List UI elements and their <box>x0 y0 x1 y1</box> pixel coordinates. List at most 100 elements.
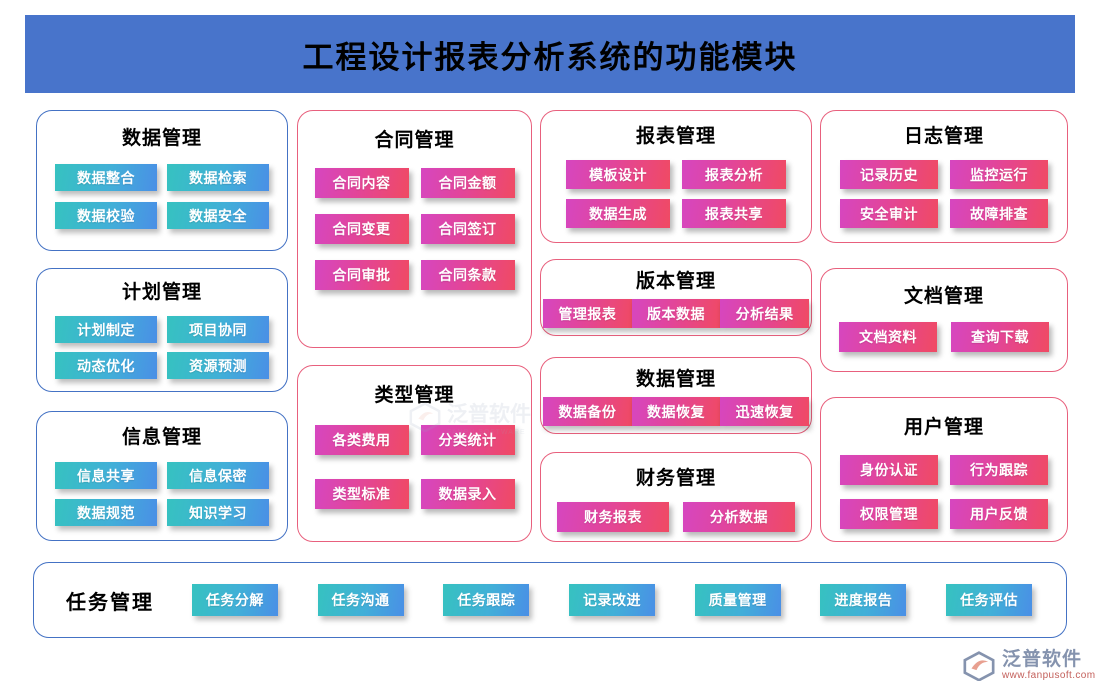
button-row: 合同内容合同金额 <box>298 168 531 198</box>
module-button[interactable]: 合同签订 <box>420 214 515 244</box>
module-button[interactable]: 合同内容 <box>314 168 409 198</box>
card-title-version-management: 版本管理 <box>635 271 716 292</box>
card-type-management: 类型管理各类费用分类统计类型标准数据录入 <box>297 365 532 542</box>
module-button[interactable]: 数据录入 <box>420 479 515 509</box>
module-button[interactable]: 权限管理 <box>840 499 938 529</box>
card-contract-management: 合同管理合同内容合同金额合同变更合同签订合同审批合同条款 <box>297 110 532 348</box>
page-title: 工程设计报表分析系统的功能模块 <box>302 39 798 75</box>
module-button[interactable]: 数据生成 <box>566 199 670 228</box>
module-button[interactable]: 类型标准 <box>314 479 409 509</box>
module-button[interactable]: 行为跟踪 <box>950 455 1048 485</box>
card-title-log-management: 日志管理 <box>903 126 984 147</box>
button-row: 合同变更合同签订 <box>298 214 531 244</box>
card-title-type-management: 类型管理 <box>374 385 455 406</box>
module-button[interactable]: 信息共享 <box>55 462 157 489</box>
module-button[interactable]: 资源预测 <box>167 352 269 379</box>
module-button[interactable]: 数据规范 <box>55 499 157 526</box>
button-row: 管理报表版本数据分析结果 <box>543 299 810 328</box>
brand-name: 泛普软件 <box>1002 649 1083 670</box>
card-finance-management: 财务管理财务报表分析数据 <box>540 452 812 542</box>
module-button[interactable]: 财务报表 <box>557 502 669 532</box>
module-button[interactable]: 身份认证 <box>840 455 938 485</box>
card-document-management: 文档管理文档资料查询下载 <box>820 268 1068 372</box>
module-button[interactable]: 分类统计 <box>420 425 515 455</box>
task-button[interactable]: 任务沟通 <box>317 584 404 616</box>
button-row: 数据生成报表共享 <box>541 199 811 228</box>
card-title-plan-management: 计划管理 <box>121 282 202 303</box>
module-button[interactable]: 计划制定 <box>55 316 157 343</box>
module-button[interactable]: 信息保密 <box>167 462 269 489</box>
module-button[interactable]: 数据检索 <box>167 164 269 191</box>
module-button[interactable]: 合同变更 <box>314 214 409 244</box>
module-button[interactable]: 故障排查 <box>950 199 1048 228</box>
module-button[interactable]: 合同金额 <box>420 168 515 198</box>
card-data-management: 数据管理数据整合数据检索数据校验数据安全 <box>36 110 288 251</box>
card-report-management: 报表管理模板设计报表分析数据生成报表共享 <box>540 110 812 243</box>
card-title-data-management-2: 数据管理 <box>635 369 716 390</box>
module-button[interactable]: 模板设计 <box>566 160 670 189</box>
task-management-buttons: 任务分解 任务沟通 任务跟踪 记录改进 质量管理 进度报告 任务评估 <box>172 584 1052 616</box>
module-button[interactable]: 数据恢复 <box>631 397 721 426</box>
task-button[interactable]: 质量管理 <box>694 584 781 616</box>
module-button[interactable]: 文档资料 <box>839 322 937 352</box>
module-button[interactable]: 各类费用 <box>314 425 409 455</box>
module-button[interactable]: 合同审批 <box>314 260 409 290</box>
card-title-user-management: 用户管理 <box>903 417 984 438</box>
card-log-management: 日志管理记录历史监控运行安全审计故障排查 <box>820 110 1068 243</box>
card-title-report-management: 报表管理 <box>635 126 716 147</box>
card-title-information-management: 信息管理 <box>121 427 202 448</box>
button-row: 数据校验数据安全 <box>37 202 287 229</box>
task-button[interactable]: 任务分解 <box>191 584 278 616</box>
module-button[interactable]: 分析数据 <box>683 502 795 532</box>
card-plan-management: 计划管理计划制定项目协同动态优化资源预测 <box>36 268 288 392</box>
card-version-management: 版本管理管理报表版本数据分析结果 <box>540 259 812 336</box>
module-button[interactable]: 知识学习 <box>167 499 269 526</box>
module-button[interactable]: 项目协同 <box>167 316 269 343</box>
button-row: 财务报表分析数据 <box>541 502 811 532</box>
card-title-data-management: 数据管理 <box>121 128 202 149</box>
task-management-bar: 任务管理 任务分解 任务沟通 任务跟踪 记录改进 质量管理 进度报告 任务评估 <box>33 562 1067 638</box>
module-button[interactable]: 数据安全 <box>167 202 269 229</box>
card-title-document-management: 文档管理 <box>903 286 984 307</box>
brand-logo-icon <box>963 651 995 682</box>
button-row: 合同审批合同条款 <box>298 260 531 290</box>
card-title-finance-management: 财务管理 <box>635 468 716 489</box>
task-button[interactable]: 进度报告 <box>820 584 907 616</box>
card-title-contract-management: 合同管理 <box>374 130 455 151</box>
task-button[interactable]: 任务跟踪 <box>443 584 530 616</box>
button-row: 权限管理用户反馈 <box>821 499 1067 529</box>
button-row: 数据备份数据恢复迅速恢复 <box>543 397 810 426</box>
module-button[interactable]: 安全审计 <box>840 199 938 228</box>
module-button[interactable]: 迅速恢复 <box>720 397 810 426</box>
button-row: 记录历史监控运行 <box>821 160 1067 189</box>
button-row: 数据整合数据检索 <box>37 164 287 191</box>
page-banner: 工程设计报表分析系统的功能模块 <box>25 15 1075 93</box>
task-management-label: 任务管理 <box>66 591 154 614</box>
module-button[interactable]: 记录历史 <box>840 160 938 189</box>
task-button[interactable]: 任务评估 <box>946 584 1033 616</box>
button-row: 计划制定项目协同 <box>37 316 287 343</box>
brand-url: www.fanpusoft.com <box>1002 669 1096 681</box>
button-row: 模板设计报表分析 <box>541 160 811 189</box>
brand-logo: 泛普软件 www.fanpusoft.com <box>962 650 1096 682</box>
module-button[interactable]: 版本数据 <box>631 299 721 328</box>
module-button[interactable]: 用户反馈 <box>950 499 1048 529</box>
button-row: 安全审计故障排查 <box>821 199 1067 228</box>
module-button[interactable]: 数据整合 <box>55 164 157 191</box>
module-button[interactable]: 报表分析 <box>682 160 786 189</box>
module-button[interactable]: 数据校验 <box>55 202 157 229</box>
button-row: 数据规范知识学习 <box>37 499 287 526</box>
card-user-management: 用户管理身份认证行为跟踪权限管理用户反馈 <box>820 397 1068 542</box>
card-information-management: 信息管理信息共享信息保密数据规范知识学习 <box>36 411 288 541</box>
module-button[interactable]: 分析结果 <box>720 299 810 328</box>
module-button[interactable]: 管理报表 <box>543 299 632 328</box>
module-button[interactable]: 查询下载 <box>951 322 1049 352</box>
module-button[interactable]: 动态优化 <box>55 352 157 379</box>
task-button[interactable]: 记录改进 <box>568 584 655 616</box>
module-button[interactable]: 合同条款 <box>420 260 515 290</box>
module-button[interactable]: 报表共享 <box>682 199 786 228</box>
module-button[interactable]: 数据备份 <box>543 397 632 426</box>
button-row: 身份认证行为跟踪 <box>821 455 1067 485</box>
module-button[interactable]: 监控运行 <box>950 160 1048 189</box>
